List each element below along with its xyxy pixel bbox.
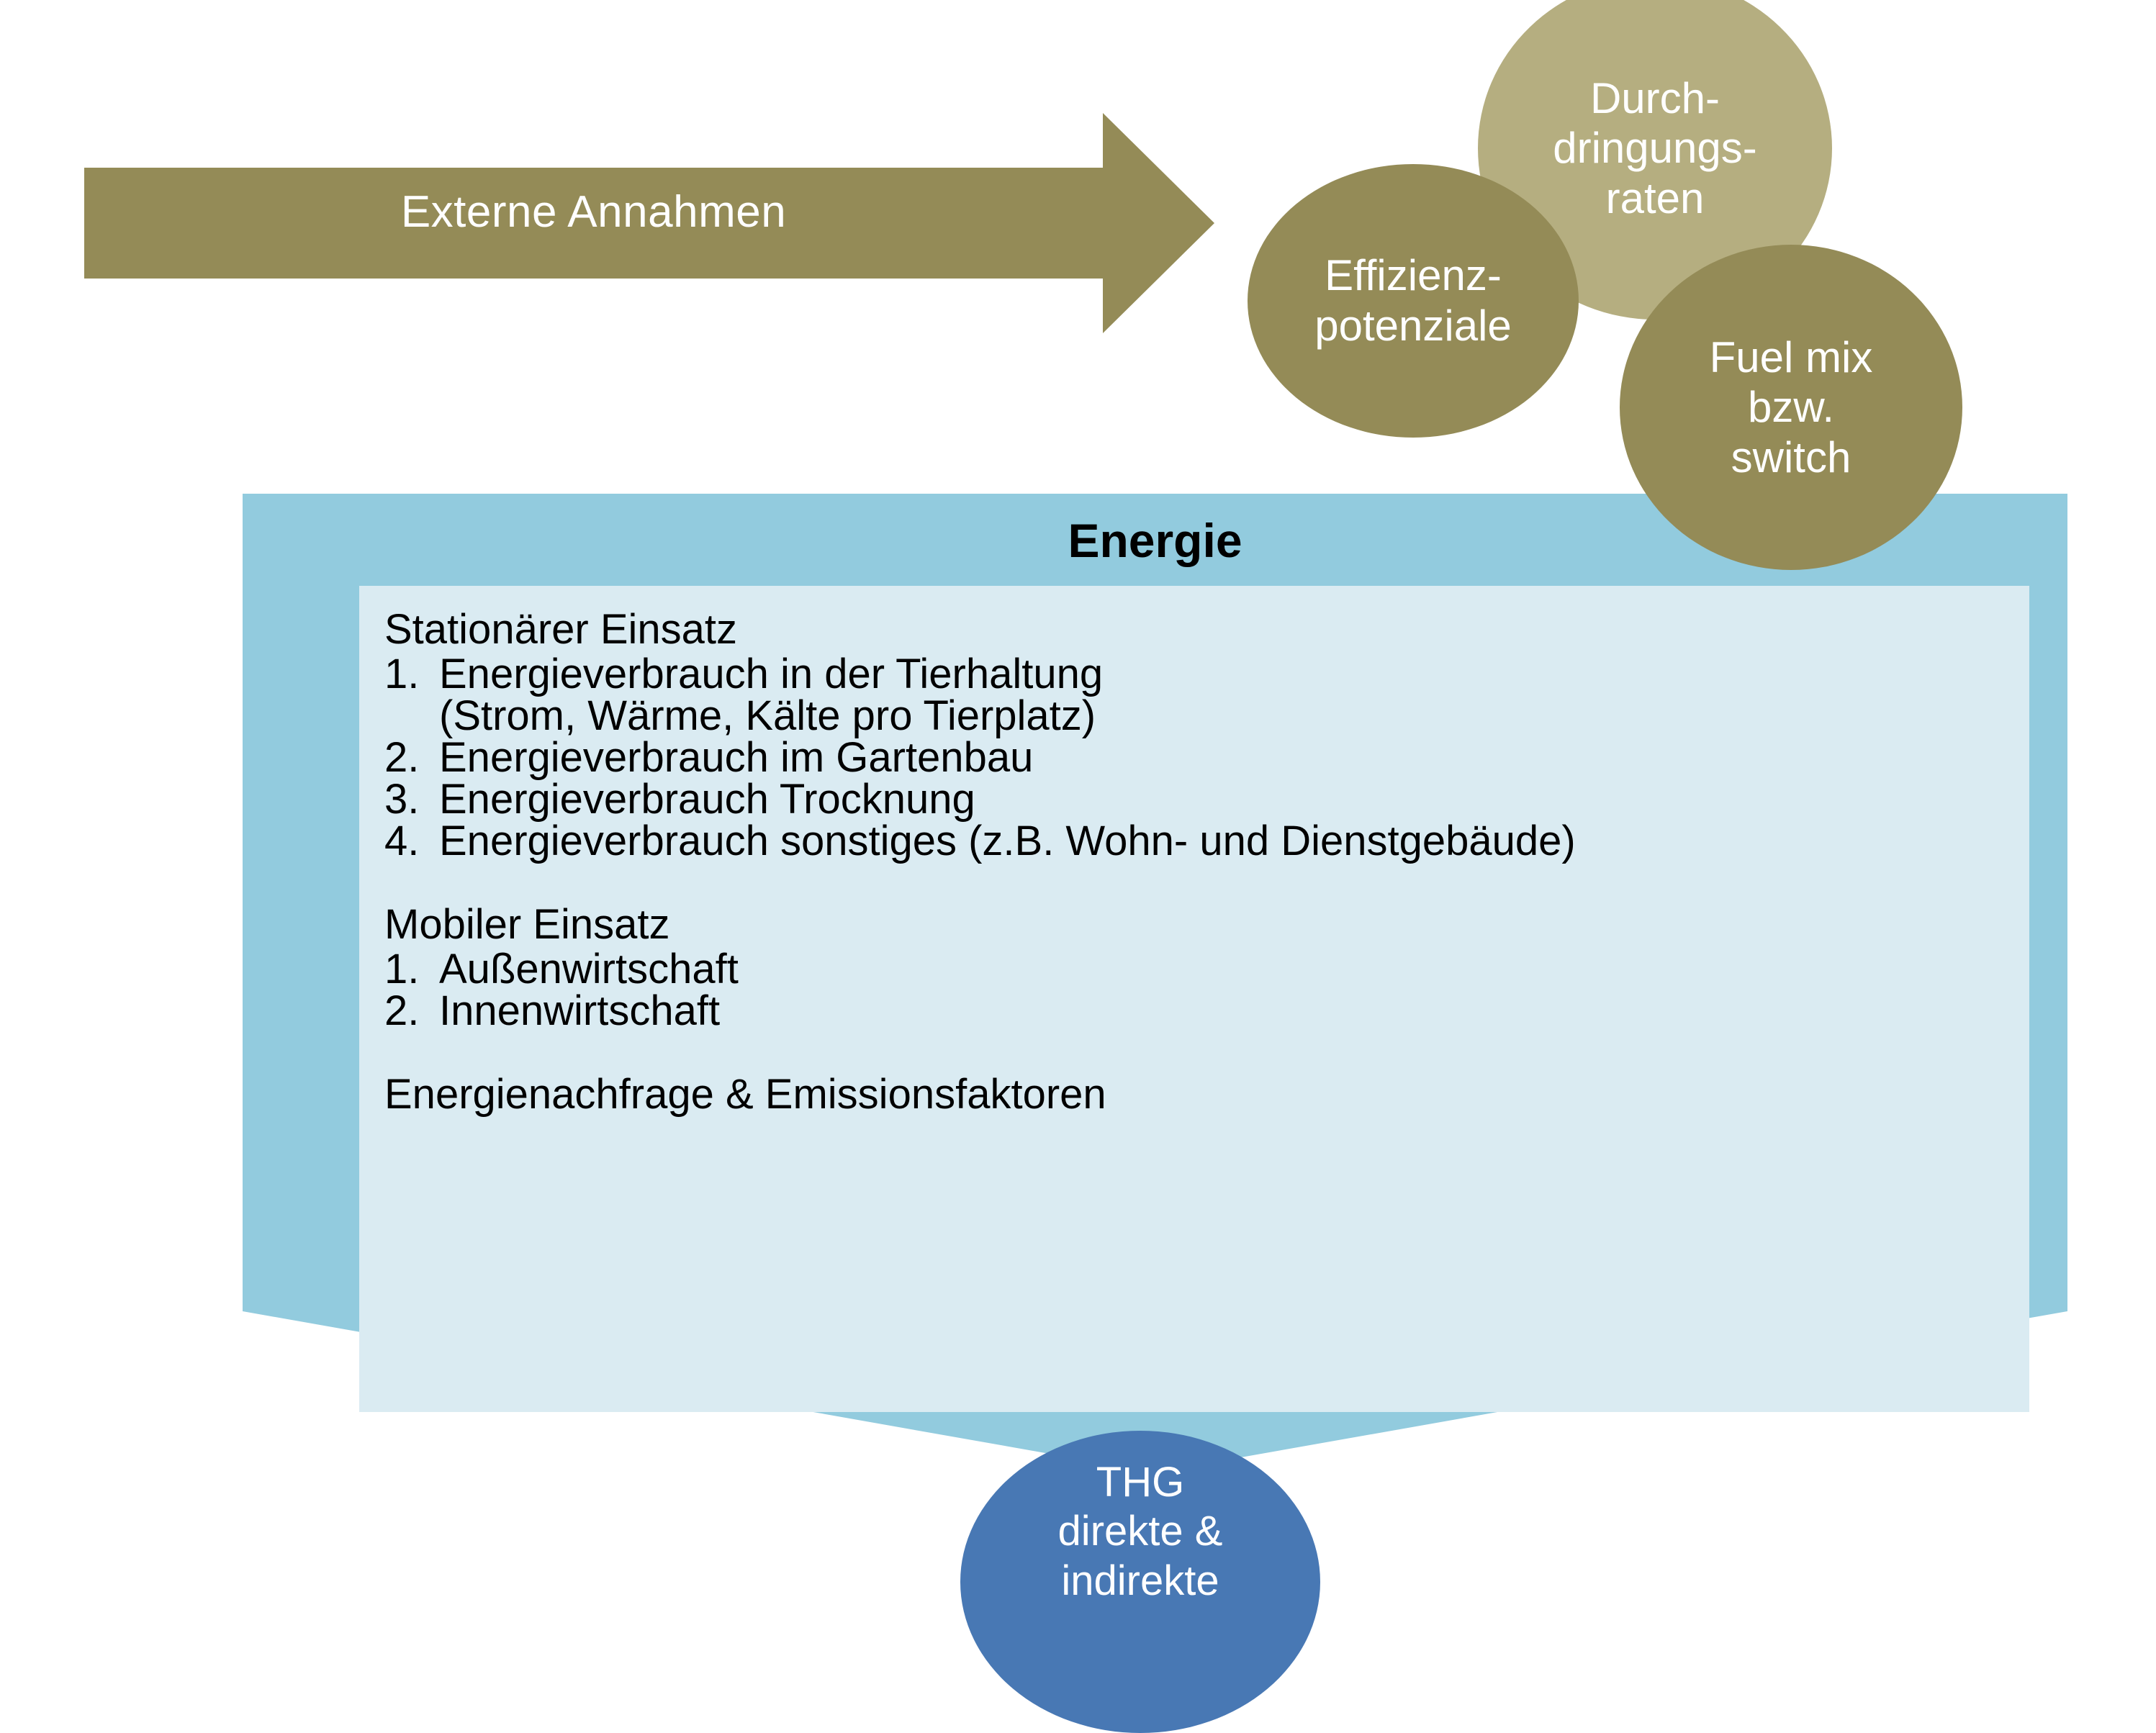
list-item-text: Energieverbrauch im Gartenbau [439,734,1034,781]
driver-ellipse-fuel-mix-switch-label: Fuel mix bzw. switch [1710,332,1873,483]
externe-annahmen-label: Externe Annahmen [400,187,787,237]
mobil-list: 1. Außenwirtschaft 2. Innenwirtschaft [384,949,2026,1032]
driver-ellipse-effizienzpotenziale: Effizienz- potenziale [1248,164,1579,438]
driver-ellipse-durchdringungsraten-label: Durch- dringungs- raten [1553,73,1757,224]
list-item-number: 2. [384,987,420,1034]
driver-line: bzw. [1747,383,1835,432]
thg-line: direkte & [1057,1508,1223,1555]
driver-line: potenziale [1314,302,1512,350]
section-spacer [384,1032,2026,1074]
driver-line: dringungs- [1553,124,1757,173]
list-item: 3. Energieverbrauch Trocknung [384,779,2026,820]
list-item-number: 4. [384,818,420,864]
list-item-continuation: (Strom, Wärme, Kälte pro Tierplatz) [439,692,1096,739]
driver-ellipse-fuel-mix-switch: Fuel mix bzw. switch [1620,245,1962,570]
energie-content: Stationärer Einsatz 1. Energieverbrauch … [384,609,2026,1118]
list-item-text: Energieverbrauch Trocknung [439,776,975,823]
driver-line: Fuel mix [1709,332,1873,381]
list-item: 2. Innenwirtschaft [384,990,2026,1032]
externe-annahmen-arrow [84,112,1214,335]
stationaer-heading: Stationärer Einsatz [384,606,738,653]
driver-line: Durch- [1589,73,1720,122]
mobil-heading: Mobiler Einsatz [384,901,670,948]
list-item-primary: Energieverbrauch in der Tierhaltung [439,651,1104,697]
list-item-text: Energieverbrauch in der Tierhaltung (Str… [439,653,2026,737]
list-item-number: 3. [384,776,420,823]
energie-title: Energie [1068,514,1242,567]
list-item-text: Innenwirtschaft [439,987,721,1034]
list-item-number: 1. [384,946,420,992]
thg-line: THG [1096,1459,1185,1506]
energie-footer-text: Energienachfrage & Emissionsfaktoren [384,1071,1106,1118]
driver-line: Effizienz- [1325,251,1502,300]
arrow-polygon [84,113,1214,333]
stationaer-list: 1. Energieverbrauch in der Tierhaltung (… [384,653,2026,862]
list-item: 2. Energieverbrauch im Gartenbau [384,737,2026,779]
list-item: 4. Energieverbrauch sonstiges (z.B. Wohn… [384,820,2026,862]
driver-ellipse-effizienzpotenziale-label: Effizienz- potenziale [1314,250,1512,350]
section-spacer [384,862,2026,904]
list-item-number: 2. [384,734,420,781]
list-item-text: Außenwirtschaft [439,946,739,992]
thg-output-ellipse: THG direkte & indirekte [960,1431,1320,1733]
list-item: 1. Energieverbrauch in der Tierhaltung (… [384,653,2026,737]
driver-line: raten [1605,173,1705,222]
diagram-canvas: Externe Annahmen Durch- dringungs- raten… [84,0,2067,1733]
list-item: 1. Außenwirtschaft [384,949,2026,990]
list-item-text: Energieverbrauch sonstiges (z.B. Wohn- u… [439,818,1576,864]
list-item-number: 1. [384,651,420,697]
driver-line: switch [1731,433,1851,481]
thg-output-label: THG direkte & indirekte [1058,1458,1223,1606]
energie-inner-panel [359,586,2029,1412]
thg-line: indirekte [1061,1557,1219,1604]
